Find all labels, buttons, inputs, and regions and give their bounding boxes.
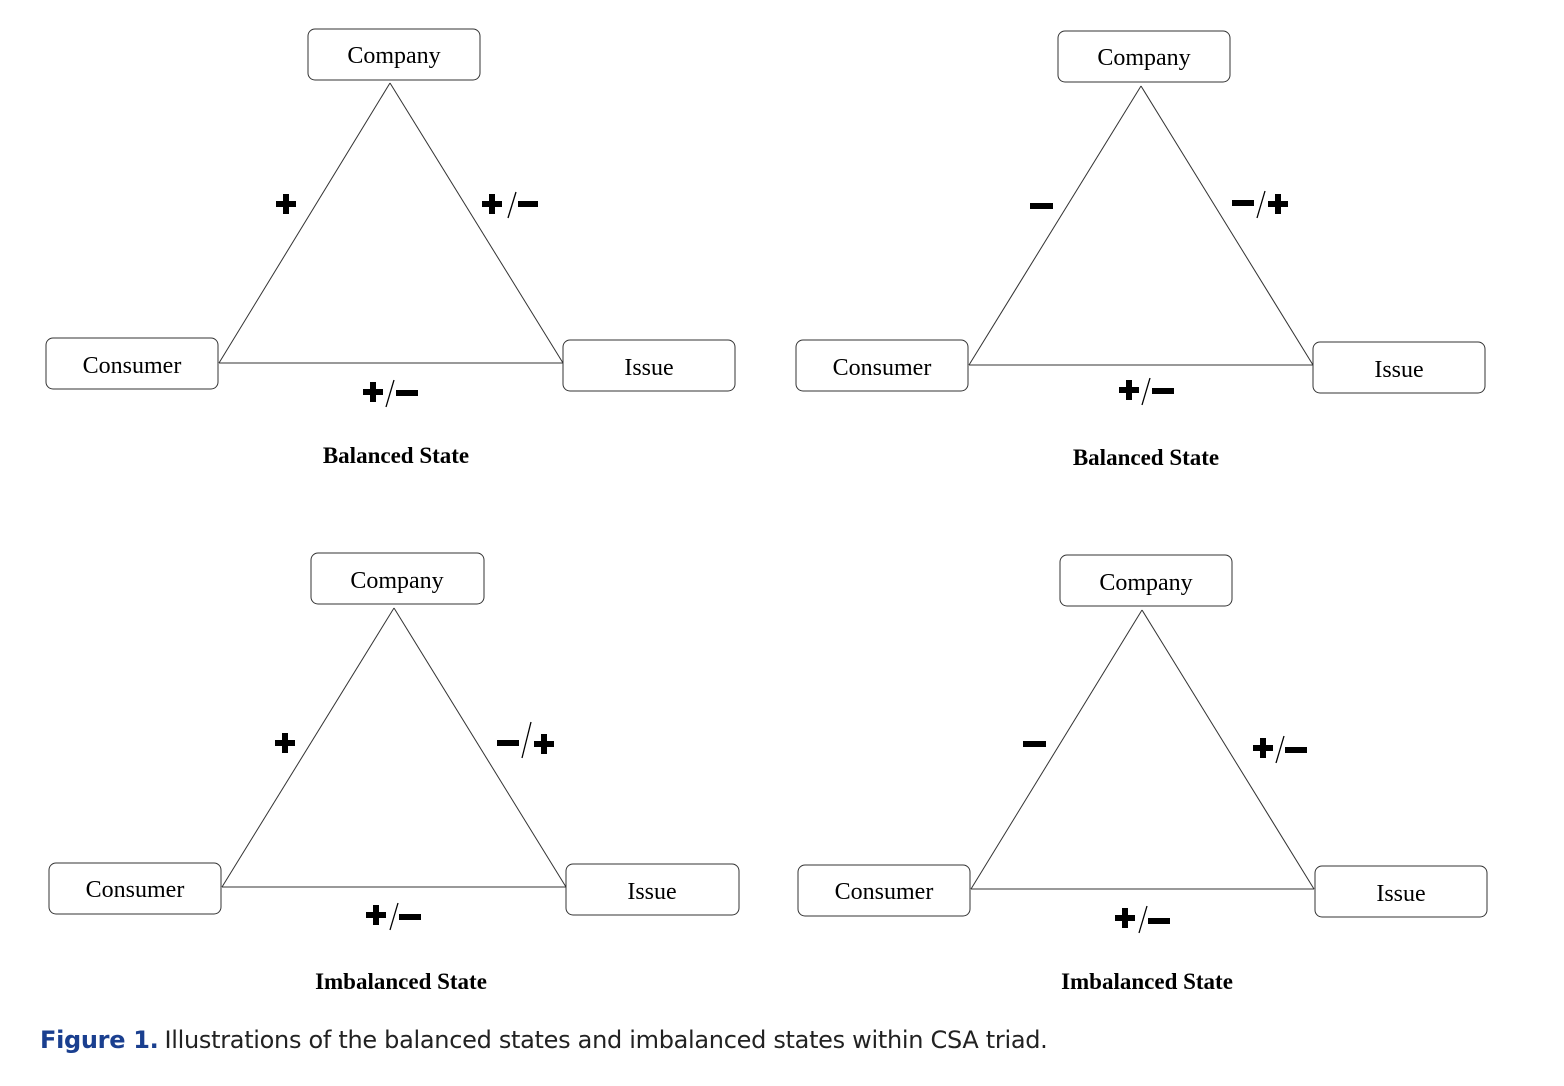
node-company-label: Company bbox=[350, 568, 443, 594]
edge-company-issue bbox=[393, 607, 567, 888]
panel-imbalanced-1: Company Consumer Issue bbox=[48, 552, 740, 994]
node-issue-label: Issue bbox=[627, 879, 676, 905]
node-issue-label: Issue bbox=[1376, 881, 1425, 907]
node-consumer-label: Consumer bbox=[833, 355, 932, 381]
plus-sign-icon bbox=[1268, 194, 1288, 214]
node-issue: Issue bbox=[1314, 865, 1488, 918]
plus-sign-icon bbox=[1119, 380, 1139, 400]
figure-caption-text: Illustrations of the balanced states and… bbox=[164, 1026, 1048, 1054]
edge-company-issue bbox=[1140, 85, 1314, 366]
slash-separator bbox=[1256, 190, 1266, 219]
node-company-label: Company bbox=[1097, 45, 1190, 71]
node-issue: Issue bbox=[565, 863, 740, 916]
edge-sign-left bbox=[275, 733, 295, 753]
edge-consumer-company bbox=[221, 607, 395, 888]
node-company: Company bbox=[310, 552, 485, 605]
slash-separator bbox=[1138, 905, 1148, 934]
node-company-label: Company bbox=[1099, 570, 1192, 596]
minus-sign-icon bbox=[396, 390, 418, 396]
node-company: Company bbox=[1059, 554, 1233, 607]
edge-company-issue bbox=[389, 82, 564, 364]
node-issue: Issue bbox=[562, 339, 736, 392]
minus-sign-icon bbox=[497, 740, 519, 746]
edge-sign-right bbox=[1232, 190, 1288, 219]
edge-sign-bottom bbox=[363, 379, 418, 408]
edge-sign-bottom bbox=[1115, 905, 1170, 934]
slash-separator bbox=[389, 902, 399, 931]
edge-sign-right bbox=[482, 191, 538, 219]
minus-sign-icon bbox=[1148, 918, 1170, 924]
panel-imbalanced-2: Company Consumer Issue Imbalanced bbox=[797, 554, 1488, 994]
minus-sign-icon bbox=[1232, 200, 1254, 206]
edge-consumer-company bbox=[968, 85, 1142, 366]
plus-sign-icon bbox=[482, 194, 502, 214]
edge-sign-left bbox=[1030, 203, 1053, 209]
edge-sign-left bbox=[276, 194, 296, 214]
slash-separator bbox=[1141, 377, 1151, 406]
plus-sign-icon bbox=[276, 194, 296, 214]
minus-sign-icon bbox=[1152, 388, 1174, 394]
node-consumer: Consumer bbox=[795, 339, 969, 392]
plus-sign-icon bbox=[366, 905, 386, 925]
edge-sign-right bbox=[497, 721, 554, 759]
edge-consumer-company bbox=[970, 609, 1143, 890]
node-consumer-label: Consumer bbox=[83, 353, 182, 379]
node-company: Company bbox=[1057, 30, 1231, 83]
node-issue: Issue bbox=[1312, 341, 1486, 394]
state-label: Imbalanced State bbox=[1061, 969, 1233, 994]
slash-separator bbox=[507, 191, 517, 219]
plus-sign-icon bbox=[1253, 738, 1273, 758]
node-consumer-label: Consumer bbox=[835, 879, 934, 905]
plus-sign-icon bbox=[363, 382, 383, 402]
minus-sign-icon bbox=[1285, 747, 1307, 753]
minus-sign-icon bbox=[1030, 203, 1053, 209]
minus-sign-icon bbox=[1023, 741, 1046, 747]
slash-separator bbox=[385, 379, 395, 408]
state-label: Balanced State bbox=[1073, 445, 1219, 470]
node-issue-label: Issue bbox=[624, 355, 673, 381]
panel-balanced-1: Company Consumer Issue bbox=[45, 28, 736, 468]
state-label: Imbalanced State bbox=[315, 969, 487, 994]
figure-caption: Figure 1.Illustrations of the balanced s… bbox=[40, 1026, 1048, 1054]
plus-sign-icon bbox=[534, 734, 554, 754]
node-consumer: Consumer bbox=[797, 864, 971, 917]
minus-sign-icon bbox=[518, 201, 538, 207]
state-label: Balanced State bbox=[323, 443, 469, 468]
slash-separator bbox=[521, 721, 532, 759]
node-consumer: Consumer bbox=[45, 337, 219, 390]
edge-sign-right bbox=[1253, 735, 1307, 764]
slash-separator bbox=[1275, 735, 1285, 764]
node-company: Company bbox=[307, 28, 481, 81]
node-consumer-label: Consumer bbox=[86, 877, 185, 903]
node-company-label: Company bbox=[347, 43, 440, 69]
edge-sign-left bbox=[1023, 741, 1046, 747]
edge-consumer-company bbox=[218, 82, 391, 364]
plus-sign-icon bbox=[275, 733, 295, 753]
plus-sign-icon bbox=[1115, 908, 1135, 928]
minus-sign-icon bbox=[399, 914, 421, 920]
edge-company-issue bbox=[1141, 609, 1315, 890]
node-issue-label: Issue bbox=[1374, 357, 1423, 383]
edge-sign-bottom bbox=[366, 902, 421, 931]
figure-label: Figure 1. bbox=[40, 1026, 159, 1054]
panel-balanced-2: Company Consumer Issue Balanced St bbox=[795, 30, 1486, 470]
edge-sign-bottom bbox=[1119, 377, 1174, 406]
node-consumer: Consumer bbox=[48, 862, 222, 915]
